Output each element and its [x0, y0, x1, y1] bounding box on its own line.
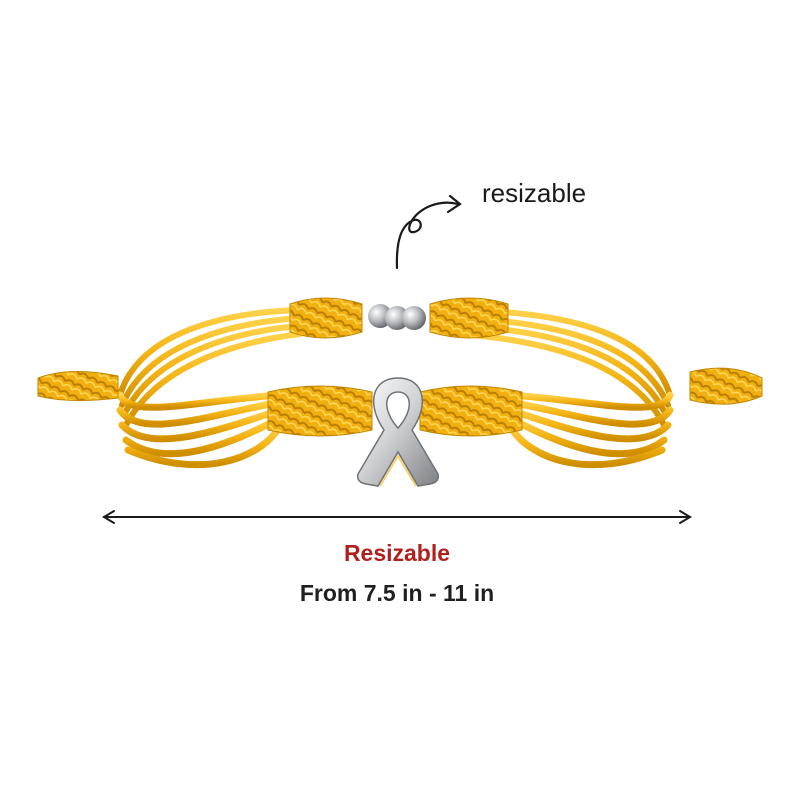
- sliding-knot-right: [429, 297, 509, 339]
- silver-bead-icon: [368, 304, 426, 330]
- callout-label: resizable: [482, 178, 587, 208]
- cord-tail-left: [37, 371, 119, 402]
- center-knot-right: [419, 385, 523, 437]
- measurement-arrow-icon: [102, 510, 692, 524]
- size-range: From 7.5 in - 11 in: [299, 580, 495, 606]
- sliding-knot-left: [289, 297, 363, 339]
- cord-tail-right: [689, 367, 763, 405]
- callout-arrow-icon: [395, 194, 462, 270]
- size-title: Resizable: [343, 540, 451, 566]
- awareness-ribbon-icon: [356, 377, 440, 487]
- cord-front-strands: [116, 391, 674, 469]
- center-knot-left: [267, 385, 373, 437]
